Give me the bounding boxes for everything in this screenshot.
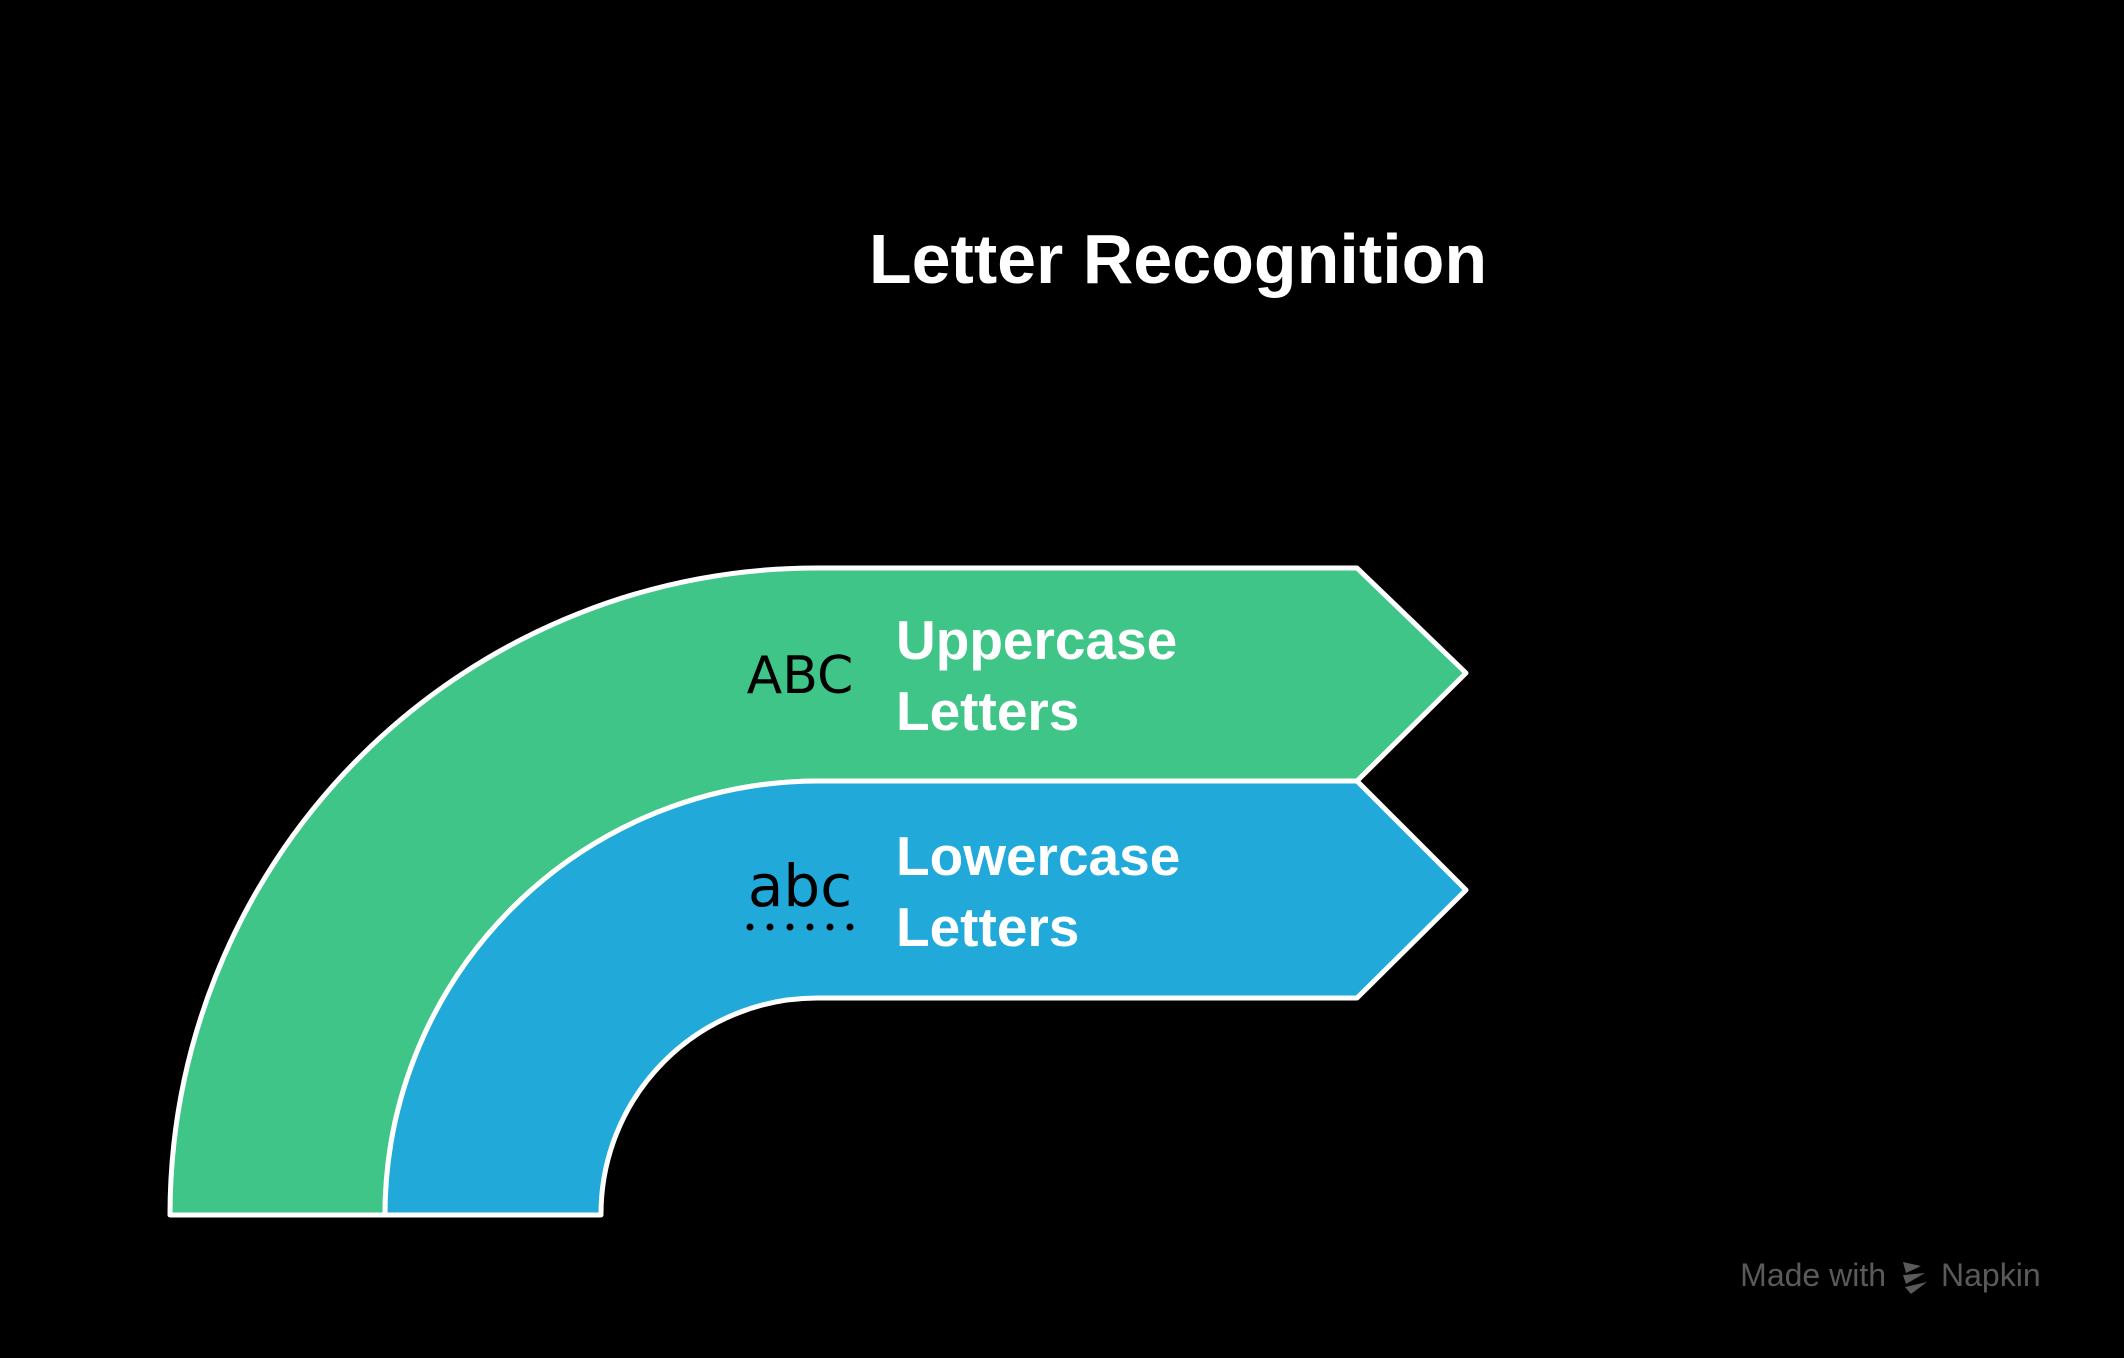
uppercase-label-line1: Uppercase (896, 609, 1177, 671)
uppercase-label-line2: Letters (896, 680, 1079, 742)
lowercase-label-line2: Letters (896, 896, 1079, 958)
napkin-watermark: Made with Napkin (1740, 1257, 2041, 1294)
napkin-logo-icon (1903, 1262, 1927, 1294)
diagram-title: Letter Recognition (869, 220, 1487, 298)
uppercase-icon-text: ABC (747, 646, 854, 706)
napkin-brand-text: Napkin (1941, 1257, 2041, 1293)
lowercase-label: Lowercase Letters (896, 825, 1196, 958)
lowercase-abc-icon: abc (746, 852, 854, 931)
uppercase-label: Uppercase Letters (896, 609, 1193, 742)
lowercase-band (382, 778, 1469, 1218)
lowercase-label-line1: Lowercase (896, 825, 1180, 887)
lowercase-icon-text: abc (748, 852, 852, 920)
uppercase-abc-icon: ABC (747, 646, 854, 706)
dotted-baseline (746, 923, 854, 931)
made-with-text: Made with (1740, 1257, 1886, 1293)
